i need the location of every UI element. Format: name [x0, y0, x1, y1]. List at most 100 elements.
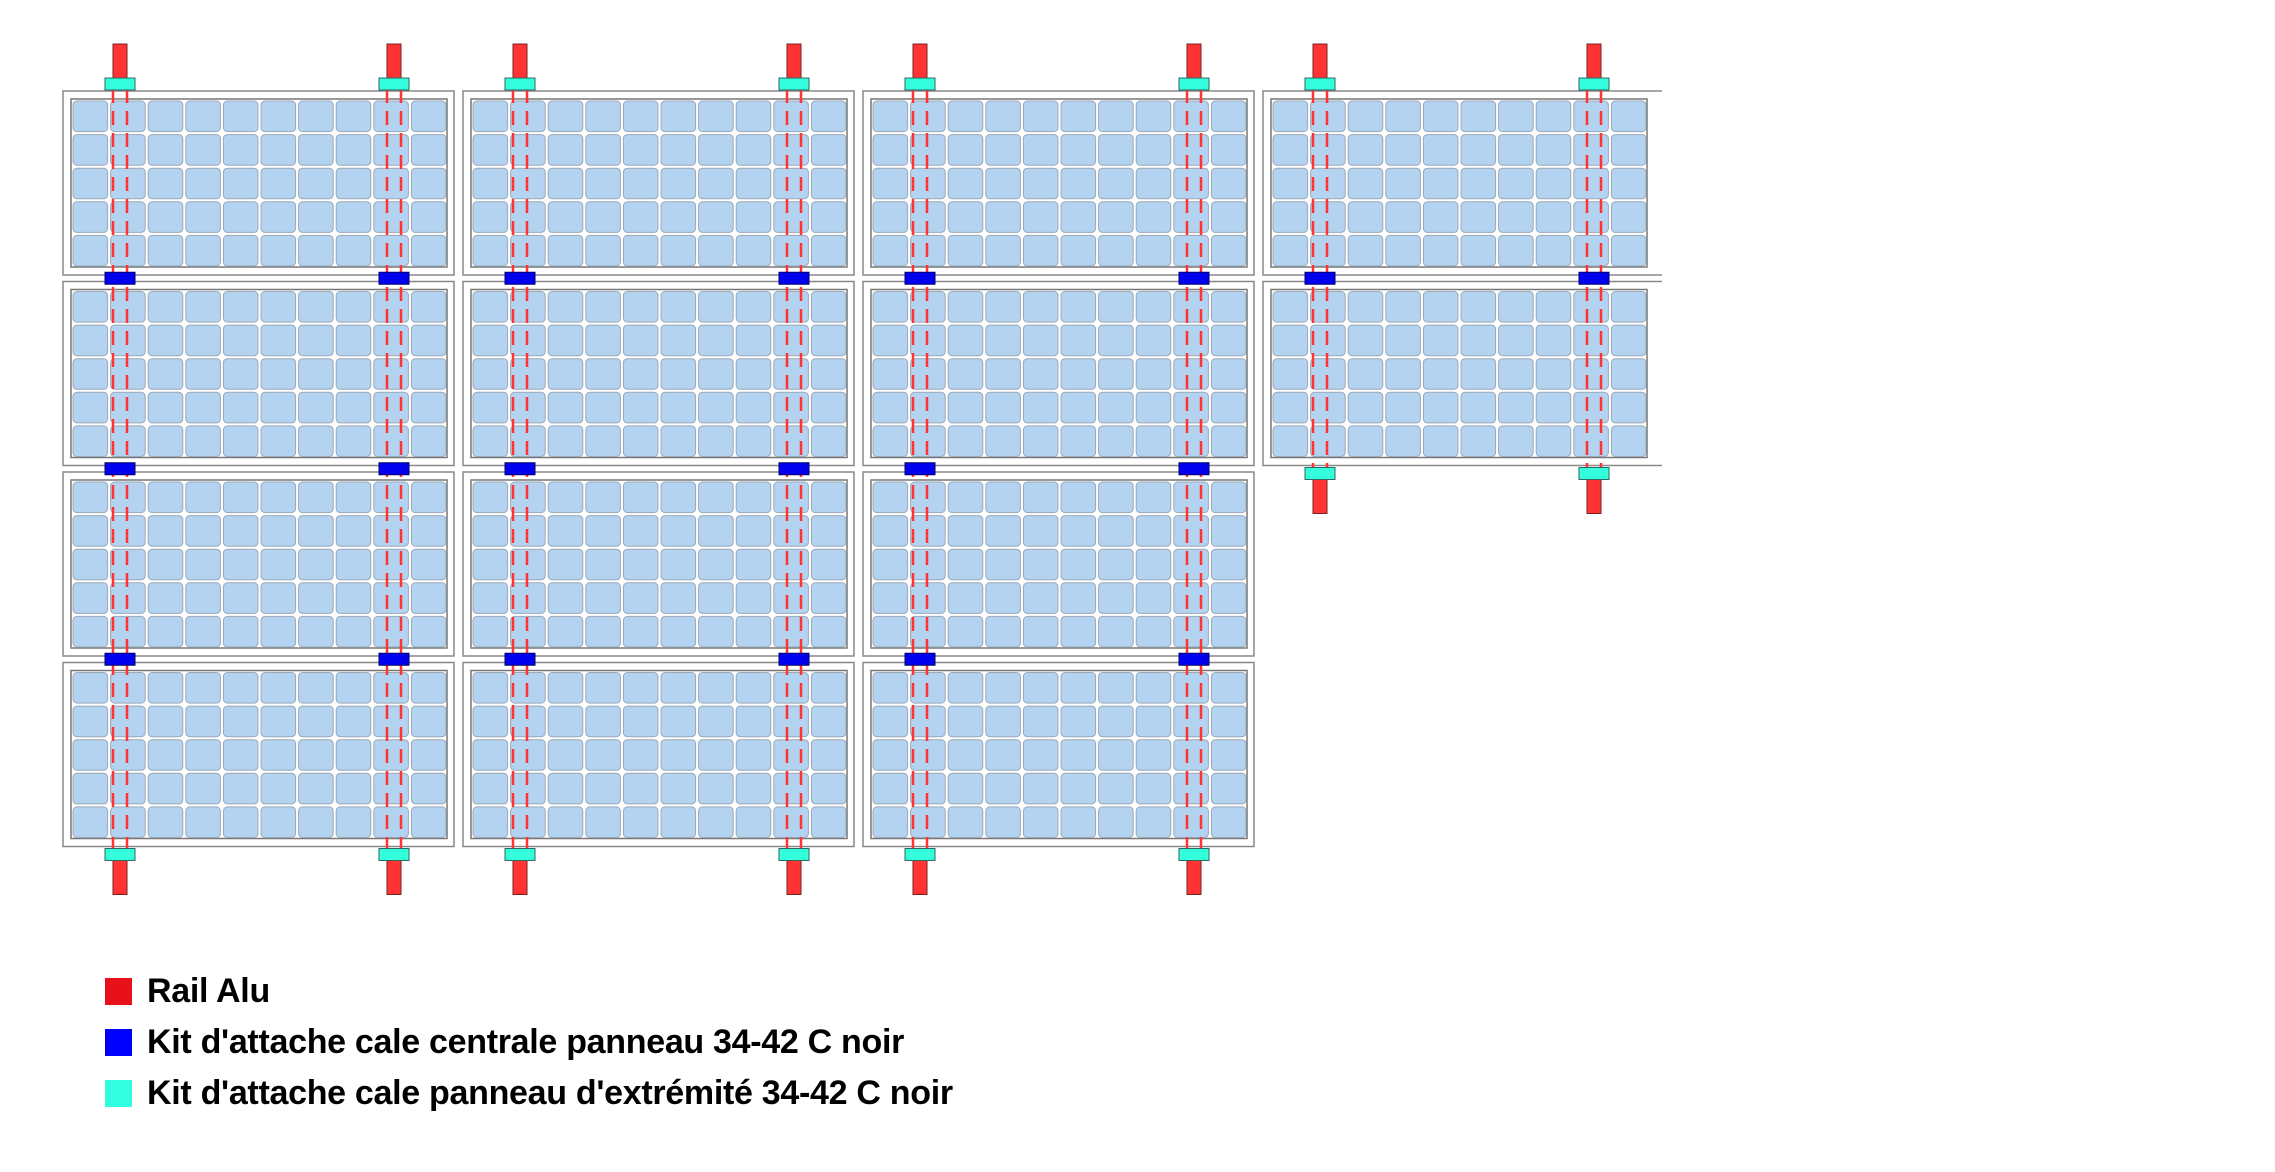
solar-cell [735, 705, 772, 738]
solar-cell [810, 515, 847, 547]
solar-cell [810, 806, 847, 839]
solar-cell [985, 615, 1021, 648]
solar-cell [335, 324, 372, 357]
rail-alu [1186, 43, 1202, 80]
solar-cell [1173, 806, 1209, 839]
solar-cell [547, 615, 584, 648]
solar-cell [1210, 548, 1247, 581]
solar-cell [1173, 548, 1209, 581]
solar-cell [947, 100, 984, 133]
solar-cell [185, 739, 221, 771]
solar-cell [185, 806, 221, 839]
solar-cell [872, 806, 909, 839]
solar-cell [872, 481, 909, 514]
solar-cell [547, 672, 584, 704]
center-clamp [1178, 462, 1210, 476]
solar-cell [1022, 234, 1059, 267]
solar-cell [472, 167, 509, 200]
solar-cell [547, 481, 584, 514]
solar-cell [547, 515, 584, 547]
solar-cell [1573, 358, 1609, 390]
solar-cell [1098, 582, 1134, 614]
solar-cell [260, 324, 297, 357]
solar-cell [547, 358, 584, 390]
solar-cell [335, 358, 372, 390]
solar-cell [585, 167, 621, 200]
solar-cell [410, 481, 447, 514]
legend-swatch-end-clamp [105, 1080, 132, 1107]
solar-cell [985, 582, 1021, 614]
solar-cell [773, 806, 809, 839]
solar-cell [660, 167, 697, 200]
solar-cell [735, 615, 772, 648]
solar-cell [373, 425, 409, 457]
solar-cell [472, 705, 509, 738]
solar-cell [1060, 291, 1097, 323]
solar-cell [1385, 134, 1421, 166]
solar-cell [1060, 134, 1097, 166]
center-clamp [504, 462, 536, 476]
solar-cell [1098, 234, 1134, 267]
legend-item-end-clamp: Kit d'attache cale panneau d'extrémité 3… [105, 1068, 953, 1119]
solar-cell [298, 167, 334, 200]
solar-cell [1210, 324, 1247, 357]
solar-cell [222, 705, 259, 738]
solar-cell [735, 481, 772, 514]
solar-cell [1210, 806, 1247, 839]
solar-cell [985, 481, 1021, 514]
rail-alu [1586, 43, 1602, 80]
solar-cell [1173, 739, 1209, 771]
solar-cell [1385, 201, 1421, 233]
solar-cell [72, 324, 109, 357]
solar-cell [585, 481, 621, 514]
solar-cell [660, 391, 697, 424]
solar-cell [1610, 167, 1647, 200]
solar-cell [1173, 291, 1209, 323]
solar-cell [1135, 615, 1172, 648]
solar-cell [298, 515, 334, 547]
rail-alu [112, 43, 128, 80]
solar-cell [1060, 358, 1097, 390]
solar-cell [585, 772, 621, 805]
solar-cell [185, 772, 221, 805]
solar-cell [1573, 234, 1609, 267]
solar-cell [472, 234, 509, 267]
solar-cell [1385, 234, 1421, 267]
solar-cell [698, 772, 734, 805]
solar-cell [373, 358, 409, 390]
rail-alu [386, 43, 402, 80]
solar-cell [222, 772, 259, 805]
solar-cell [1347, 100, 1384, 133]
solar-cell [698, 425, 734, 457]
solar-cell [72, 772, 109, 805]
solar-cell [147, 672, 184, 704]
solar-cell [985, 100, 1021, 133]
solar-cell [547, 201, 584, 233]
center-clamp [104, 652, 136, 666]
solar-cell [1422, 391, 1459, 424]
solar-cell [1272, 391, 1309, 424]
solar-cell [1347, 234, 1384, 267]
solar-cell [1098, 100, 1134, 133]
solar-cell [585, 615, 621, 648]
solar-cell [622, 100, 659, 133]
solar-cell [585, 100, 621, 133]
solar-cell [773, 358, 809, 390]
solar-cell [185, 705, 221, 738]
solar-cell [660, 739, 697, 771]
solar-cell [1460, 100, 1497, 133]
solar-cell [1210, 739, 1247, 771]
center-clamp [504, 271, 536, 285]
solar-cell [1060, 548, 1097, 581]
solar-cell [947, 134, 984, 166]
solar-cell [72, 134, 109, 166]
solar-cell [622, 515, 659, 547]
solar-cell [585, 548, 621, 581]
solar-cell [985, 358, 1021, 390]
solar-cell [660, 134, 697, 166]
solar-cell [1210, 672, 1247, 704]
solar-cell [1210, 515, 1247, 547]
solar-cell [872, 358, 909, 390]
solar-cell [222, 481, 259, 514]
legend-label-end-clamp: Kit d'attache cale panneau d'extrémité 3… [147, 1074, 953, 1112]
